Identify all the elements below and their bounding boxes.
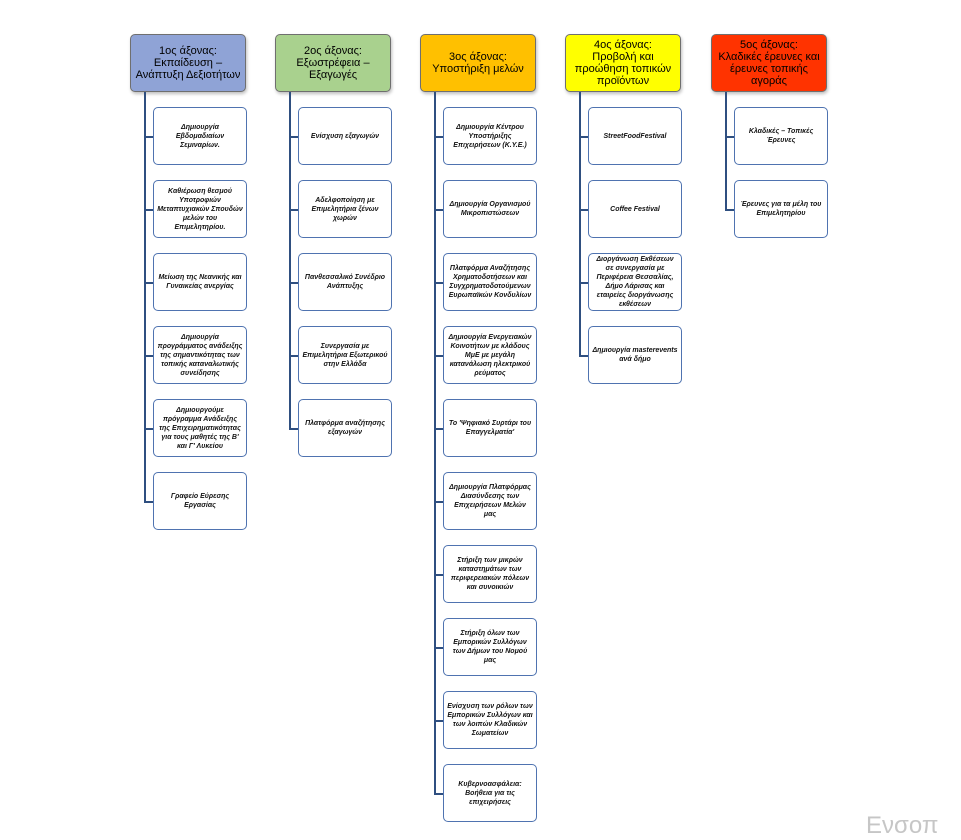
axis-item-label: Coffee Festival bbox=[610, 205, 660, 213]
axis-item-box: Μείωση της Νεανικής και Γυναικείας ανεργ… bbox=[153, 253, 247, 311]
item-connector-line bbox=[725, 209, 734, 211]
axis-header-3: 3ος άξονας: Υποστήριξη μελών bbox=[420, 34, 536, 92]
item-connector-line bbox=[289, 282, 298, 284]
axis-item-label: Δημιουργία προγράμματος ανάδειξης της ση… bbox=[157, 333, 243, 377]
axis-item-label: Διοργάνωση Εκθέσεων σε συνεργασία με Περ… bbox=[596, 256, 674, 308]
item-connector-line bbox=[434, 209, 443, 211]
axis-connector-line bbox=[144, 92, 146, 502]
axis-item-label: Δημιουργούμε πρόγραμμα Ανάδειξης της Επι… bbox=[159, 406, 241, 450]
axis-item-box: Δημιουργούμε πρόγραμμα Ανάδειξης της Επι… bbox=[153, 399, 247, 457]
axis-item-box: StreetFoodFestival bbox=[588, 107, 682, 165]
item-connector-line bbox=[579, 282, 588, 284]
axis-item-label: Δημιουργία mastereνents ανά δήμο bbox=[592, 347, 678, 363]
axis-item-label: Συνεργασία με Επιμελητήρια Εξωτερικού στ… bbox=[302, 342, 388, 368]
axis-item-label: Στήριξη των μικρών καταστημάτων των περι… bbox=[450, 557, 530, 591]
item-connector-line bbox=[434, 501, 443, 503]
item-connector-line bbox=[144, 209, 153, 211]
axis-item-box: Διοργάνωση Εκθέσεων σε συνεργασία με Περ… bbox=[588, 253, 682, 311]
item-connector-line bbox=[579, 136, 588, 138]
axis-item-label: Το 'Ψηφιακό Συρτάρι του Επαγγελματία' bbox=[448, 420, 532, 436]
axis-item-label: Πανθεσσαλικό Συνέδριο Ανάπτυξης bbox=[304, 274, 386, 290]
item-connector-line bbox=[289, 136, 298, 138]
axis-item-box: Coffee Festival bbox=[588, 180, 682, 238]
axis-item-label: Δημιουργία Ενεργειακών Κοινοτήτων με κλά… bbox=[448, 333, 532, 377]
axis-title: 5ος άξονας: Κλαδικές έρευνες και έρευνες… bbox=[718, 39, 820, 87]
axis-title: 4ος άξονας: Προβολή και προώθηση τοπικών… bbox=[574, 39, 672, 87]
axis-item-box: Πλατφόρμα αναζήτησης εξαγωγών bbox=[298, 399, 392, 457]
axis-item-box: Έρευνες για τα μέλη του Επιμελητηρίου bbox=[734, 180, 828, 238]
watermark-text: Ενσοπ bbox=[866, 812, 939, 839]
axis-item-label: Δημιουργία Πλατφόρμας Διασύνδεσης των Επ… bbox=[449, 484, 531, 518]
axis-item-box: Καθιέρωση θεσμού Υποτροφιών Μεταπτυχιακώ… bbox=[153, 180, 247, 238]
item-connector-line bbox=[289, 428, 298, 430]
item-connector-line bbox=[144, 136, 153, 138]
axis-item-box: Δημιουργία Πλατφόρμας Διασύνδεσης των Επ… bbox=[443, 472, 537, 530]
axis-header-1: 1ος άξονας: Εκπαίδευση – Ανάπτυξη Δεξιοτ… bbox=[130, 34, 246, 92]
item-connector-line bbox=[579, 209, 588, 211]
axis-item-label: Δημιουργία Εβδομαδιαίων Σεμιναρίων. bbox=[175, 123, 225, 149]
axis-connector-line bbox=[725, 92, 727, 210]
axis-title: 3ος άξονας: Υποστήριξη μελών bbox=[432, 51, 524, 75]
axis-header-5: 5ος άξονας: Κλαδικές έρευνες και έρευνες… bbox=[711, 34, 827, 92]
axis-item-box: Πανθεσσαλικό Συνέδριο Ανάπτυξης bbox=[298, 253, 392, 311]
axis-item-label: Πλατφόρμα Αναζήτησης Χρηματοδοτήσεων και… bbox=[448, 265, 532, 299]
axis-item-box: Δημιουργία Κέντρου Υποστήριξης Επιχειρήσ… bbox=[443, 107, 537, 165]
axis-item-box: Στήριξη όλων των Εμπορικών Συλλόγων των … bbox=[443, 618, 537, 676]
axis-item-box: Δημιουργία Ενεργειακών Κοινοτήτων με κλά… bbox=[443, 326, 537, 384]
axis-item-box: Ενίσχυση εξαγωγών bbox=[298, 107, 392, 165]
item-connector-line bbox=[434, 647, 443, 649]
item-connector-line bbox=[434, 355, 443, 357]
axis-connector-line bbox=[289, 92, 291, 429]
axis-item-label: Γραφείο Εύρεσης Εργασίας bbox=[170, 493, 230, 509]
axis-item-label: Κυβερνοασφάλεια: Βοήθεια για τις επιχειρ… bbox=[458, 780, 522, 806]
item-connector-line bbox=[725, 136, 734, 138]
axis-item-box: Κυβερνοασφάλεια: Βοήθεια για τις επιχειρ… bbox=[443, 764, 537, 822]
item-connector-line bbox=[289, 209, 298, 211]
item-connector-line bbox=[144, 355, 153, 357]
axis-item-box: Δημιουργία προγράμματος ανάδειξης της ση… bbox=[153, 326, 247, 384]
axis-item-box: Κλαδικές – Τοπικές Έρευνες bbox=[734, 107, 828, 165]
axis-item-label: Αδελφοποίηση με Επιμελητήρια ξένων χωρών bbox=[311, 196, 379, 222]
axis-title: 2ος άξονας: Εξωστρέφεια – Εξαγωγές bbox=[296, 45, 370, 81]
axis-item-label: Καθιέρωση θεσμού Υποτροφιών Μεταπτυχιακώ… bbox=[157, 187, 243, 231]
axis-item-label: Έρευνες για τα μέλη του Επιμελητηρίου bbox=[740, 201, 822, 217]
item-connector-line bbox=[144, 428, 153, 430]
axis-item-label: Ενίσχυση των ρόλων των Εμπορικών Συλλόγω… bbox=[447, 703, 533, 737]
axis-item-label: Δημιουργία Οργανισμού Μικροπιστώσεων bbox=[449, 201, 531, 217]
axis-item-label: Δημιουργία Κέντρου Υποστήριξης Επιχειρήσ… bbox=[453, 123, 527, 149]
item-connector-line bbox=[579, 355, 588, 357]
item-connector-line bbox=[434, 720, 443, 722]
axis-connector-line bbox=[434, 92, 436, 794]
item-connector-line bbox=[144, 282, 153, 284]
axis-item-box: Ενίσχυση των ρόλων των Εμπορικών Συλλόγω… bbox=[443, 691, 537, 749]
axis-item-box: Δημιουργία Οργανισμού Μικροπιστώσεων bbox=[443, 180, 537, 238]
axis-item-label: Κλαδικές – Τοπικές Έρευνες bbox=[748, 128, 814, 144]
item-connector-line bbox=[289, 355, 298, 357]
axis-connector-line bbox=[579, 92, 581, 356]
axis-item-box: Αδελφοποίηση με Επιμελητήρια ξένων χωρών bbox=[298, 180, 392, 238]
item-connector-line bbox=[434, 793, 443, 795]
axis-item-box: Συνεργασία με Επιμελητήρια Εξωτερικού στ… bbox=[298, 326, 392, 384]
item-connector-line bbox=[144, 501, 153, 503]
axis-item-box: Πλατφόρμα Αναζήτησης Χρηματοδοτήσεων και… bbox=[443, 253, 537, 311]
item-connector-line bbox=[434, 136, 443, 138]
item-connector-line bbox=[434, 282, 443, 284]
axis-item-label: Μείωση της Νεανικής και Γυναικείας ανεργ… bbox=[158, 274, 242, 290]
item-connector-line bbox=[434, 574, 443, 576]
axis-header-4: 4ος άξονας: Προβολή και προώθηση τοπικών… bbox=[565, 34, 681, 92]
axis-item-box: Δημιουργία Εβδομαδιαίων Σεμιναρίων. bbox=[153, 107, 247, 165]
item-connector-line bbox=[434, 428, 443, 430]
axis-title: 1ος άξονας: Εκπαίδευση – Ανάπτυξη Δεξιοτ… bbox=[135, 45, 241, 81]
axis-item-box: Δημιουργία mastereνents ανά δήμο bbox=[588, 326, 682, 384]
axis-header-2: 2ος άξονας: Εξωστρέφεια – Εξαγωγές bbox=[275, 34, 391, 92]
axis-item-box: Στήριξη των μικρών καταστημάτων των περι… bbox=[443, 545, 537, 603]
axis-item-label: Πλατφόρμα αναζήτησης εξαγωγών bbox=[305, 420, 385, 436]
axis-item-box: Γραφείο Εύρεσης Εργασίας bbox=[153, 472, 247, 530]
axis-item-label: Ενίσχυση εξαγωγών bbox=[310, 132, 380, 140]
axis-item-label: Στήριξη όλων των Εμπορικών Συλλόγων των … bbox=[452, 630, 528, 664]
axis-item-box: Το 'Ψηφιακό Συρτάρι του Επαγγελματία' bbox=[443, 399, 537, 457]
axis-item-label: StreetFoodFestival bbox=[603, 132, 667, 140]
